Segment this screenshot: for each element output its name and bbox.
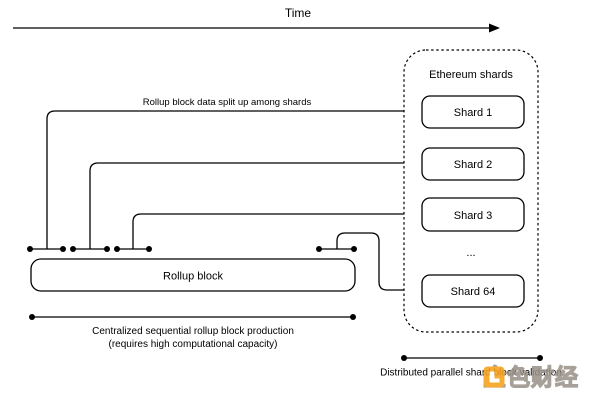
shard-1-label: Shard 1: [454, 107, 493, 119]
chunk-dot: [146, 246, 152, 252]
shard-64-label: Shard 64: [451, 286, 496, 298]
time-label: Time: [285, 6, 312, 20]
shard-box-2: Shard 2: [421, 147, 525, 181]
chunk-dot: [104, 246, 110, 252]
measure-dot: [537, 355, 543, 361]
time-axis-arrowhead-icon: [489, 23, 500, 33]
shards-ellipsis: ...: [466, 247, 475, 259]
chunk-dot: [70, 246, 76, 252]
connector-shard64: [336, 232, 408, 291]
shard-box-64: Shard 64: [421, 274, 525, 308]
shard-1-rect: [421, 95, 525, 129]
rollup-block-box: [30, 258, 356, 292]
measure-dot: [29, 314, 35, 320]
connector-shard2: [89, 162, 408, 249]
chunk-dot: [114, 246, 120, 252]
rollup-block-label: Rollup block: [163, 271, 223, 283]
connector-shard1: [46, 110, 408, 249]
ethereum-shards-label: Ethereum shards: [429, 69, 513, 81]
chunk-dot: [351, 246, 357, 252]
shard-box-1: Shard 1: [421, 95, 525, 129]
distributed-caption: Distributed parallel shard block validat…: [380, 368, 562, 379]
chunk-dot: [60, 246, 66, 252]
chunk-dot: [316, 246, 322, 252]
shard-3-rect: [421, 197, 525, 232]
shard-3-label: Shard 3: [454, 210, 493, 222]
split-caption: Rollup block data split up among shards: [143, 97, 312, 108]
connector-shard3: [132, 213, 408, 249]
shard-box-3: Shard 3: [421, 197, 525, 232]
shard-64-rect: [421, 274, 525, 308]
centralized-caption-line2: (requires high computational capacity): [109, 339, 278, 350]
measure-dot: [401, 355, 407, 361]
centralized-caption-line1: Centralized sequential rollup block prod…: [92, 326, 294, 337]
shard-2-rect: [421, 147, 525, 181]
chunk-dot: [27, 246, 33, 252]
measure-dot: [350, 314, 356, 320]
shard-2-label: Shard 2: [454, 159, 493, 171]
